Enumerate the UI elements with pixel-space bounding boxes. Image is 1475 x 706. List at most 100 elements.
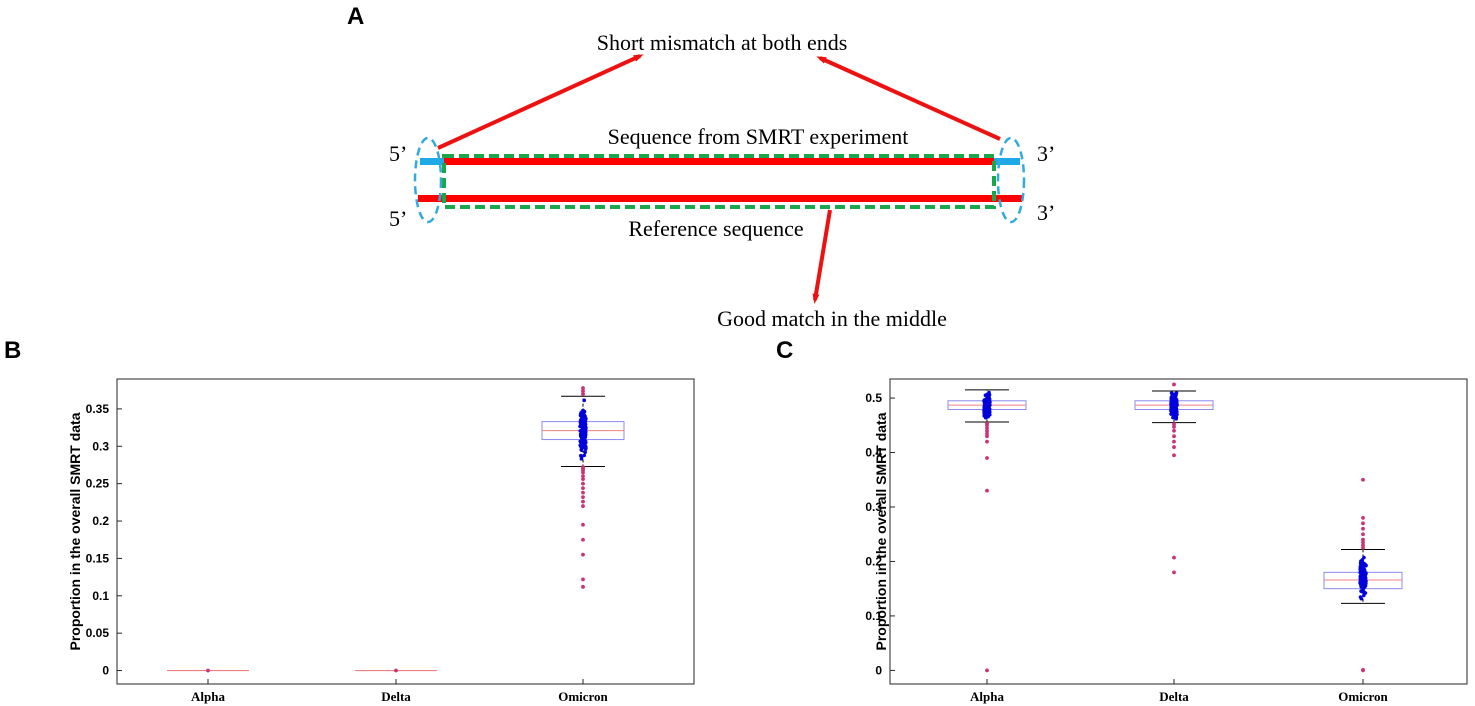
b-ytick-label: 0.3 [92, 439, 109, 453]
label-good-match: Good match in the middle [717, 306, 947, 331]
label-five-prime-top: 5’ [389, 141, 407, 166]
label-smrt-sequence: Sequence from SMRT experiment [608, 124, 909, 149]
arrow-good-match [812, 209, 832, 304]
b-data-point [583, 427, 588, 431]
c-data-point [1361, 564, 1366, 569]
c-data-point [1173, 407, 1177, 411]
c-category-label: Alpha [970, 689, 1004, 704]
b-data-point [579, 448, 584, 452]
label-three-prime-top: 3’ [1037, 141, 1055, 166]
b-category-label: Alpha [191, 689, 225, 704]
b-data-point [582, 430, 586, 434]
b-outlier-point [581, 495, 585, 500]
b-data-point [583, 450, 587, 455]
b-data-point [580, 410, 585, 415]
c-data-point [1359, 596, 1364, 601]
label-five-prime-bottom: 5’ [389, 206, 407, 231]
b-ytick-label: 0.2 [92, 514, 109, 528]
c-outlier-point [1172, 382, 1176, 387]
c-outlier-point [1361, 543, 1365, 548]
c-data-point [1363, 581, 1368, 585]
c-data-point [1169, 391, 1174, 395]
c-outlier-point [1361, 545, 1365, 550]
b-outlier-point [581, 499, 585, 504]
c-data-point [985, 394, 989, 399]
c-data-point [1359, 585, 1364, 589]
panel-c-letter: C [776, 337, 793, 364]
b-data-point [583, 414, 587, 419]
c-data-point [987, 410, 991, 415]
c-category-label: Delta [1159, 689, 1189, 704]
c-data-point [1359, 589, 1363, 593]
b-data-point [580, 427, 585, 431]
c-outlier-point [1172, 445, 1176, 449]
c-data-point [984, 408, 989, 413]
c-ytick-label: 0.2 [865, 554, 882, 568]
b-outlier-point [394, 668, 398, 673]
good-match-box [442, 154, 996, 209]
c-outlier-point [1361, 532, 1365, 537]
label-reference-sequence: Reference sequence [628, 216, 803, 241]
c-outlier-point [1172, 439, 1176, 444]
b-data-point [581, 442, 585, 446]
c-data-point [986, 402, 991, 406]
c-data-point [1358, 574, 1363, 578]
c-data-point [984, 397, 989, 402]
c-outlier-point [1172, 570, 1176, 575]
c-data-point [1174, 415, 1179, 420]
c-data-point [1363, 591, 1368, 595]
arrow-right-mismatch [816, 56, 1001, 141]
c-ytick-label: 0.5 [865, 391, 882, 405]
panel-a-schematic: A Short mismatch at both ends Sequence f… [347, 3, 1055, 331]
b-data-point [583, 432, 588, 437]
c-ytick-label: 0.4 [865, 446, 882, 460]
panel-b-letter: B [4, 337, 21, 364]
c-ytick-label: 0.1 [865, 609, 882, 623]
c-outlier-point [985, 668, 989, 673]
b-outlier-point [581, 504, 585, 508]
b-outlier-point [581, 537, 585, 542]
c-ytick-label: 0 [875, 663, 882, 677]
b-data-point [582, 398, 587, 403]
b-outlier-point [581, 481, 585, 486]
b-outlier-point [581, 465, 585, 470]
b-data-point [582, 453, 587, 458]
panel-a-letter: A [347, 3, 364, 30]
c-outlier-point [1361, 477, 1365, 482]
c-outlier-point [985, 434, 989, 439]
b-data-point [583, 422, 588, 427]
c-outlier-point [985, 428, 989, 433]
b-category-label: Omicron [558, 689, 608, 704]
c-outlier-point [1172, 434, 1176, 439]
c-data-point [1362, 578, 1367, 583]
c-data-point [1175, 409, 1179, 414]
label-short-mismatch: Short mismatch at both ends [597, 30, 848, 55]
c-outlier-point [985, 426, 989, 430]
b-outlier-point [581, 389, 585, 393]
b-data-point [582, 438, 586, 443]
b-data-point [578, 432, 583, 436]
c-outlier-point [1172, 422, 1176, 427]
b-outlier-point [581, 522, 585, 527]
c-data-point [1360, 581, 1365, 585]
b-ytick-label: 0.05 [86, 626, 110, 640]
c-outlier-point [1172, 428, 1176, 433]
c-outlier-point [1172, 425, 1176, 429]
c-data-point [1361, 573, 1366, 577]
c-outlier-point [985, 439, 989, 444]
c-data-point [1171, 401, 1175, 406]
c-outlier-point [1361, 521, 1365, 526]
c-outlier-point [1172, 453, 1176, 458]
c-outlier-point [985, 431, 989, 436]
c-outlier-point [1361, 667, 1365, 672]
b-outlier-point [581, 386, 585, 390]
b-axes-frame [116, 378, 695, 685]
b-outlier-point [581, 474, 585, 479]
c-data-point [1362, 585, 1366, 589]
b-data-point [580, 415, 584, 420]
b-outlier-point [581, 584, 585, 589]
b-outlier-point [206, 668, 210, 673]
